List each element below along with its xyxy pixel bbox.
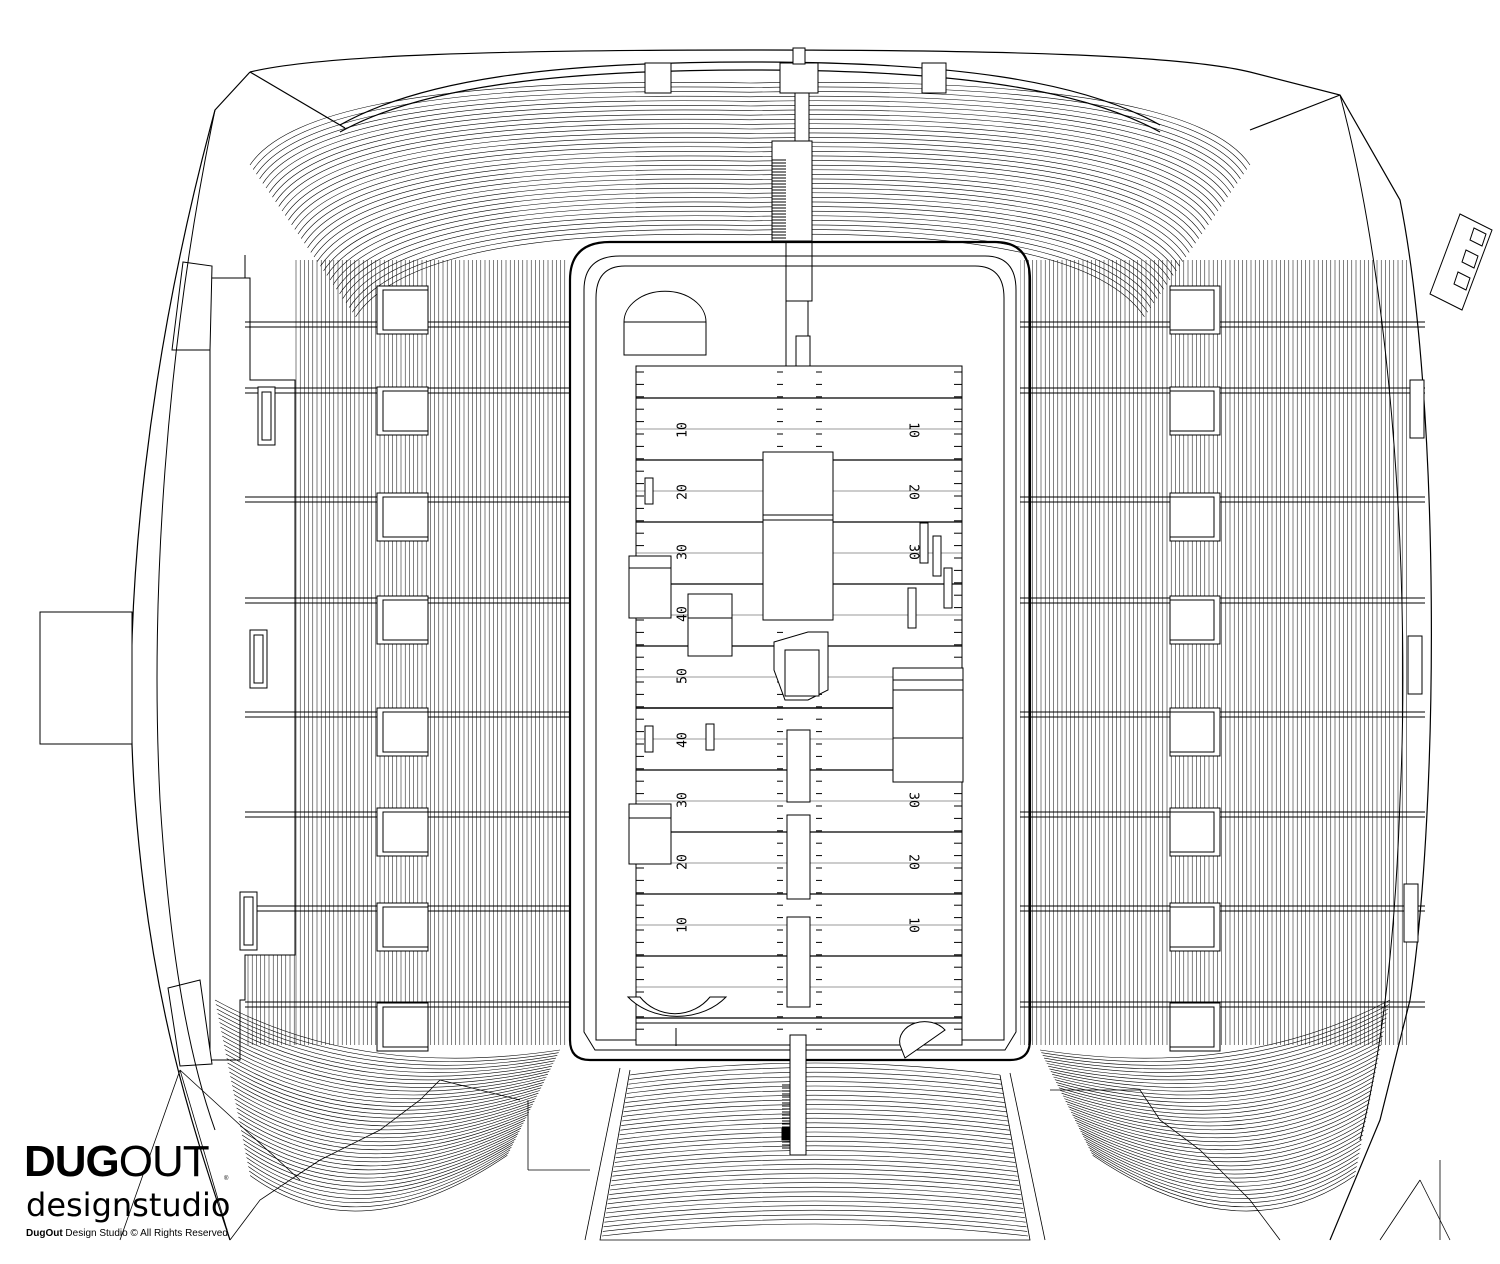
north-tunnel	[771, 92, 813, 382]
yard-number-right: 10	[906, 422, 921, 438]
copyright-bold: DugOut	[26, 1228, 63, 1239]
yard-number-left: 30	[676, 544, 691, 560]
west-vomitories	[376, 285, 429, 1052]
east-details	[1403, 213, 1493, 943]
north-stairs	[772, 159, 786, 239]
yard-number-left: 10	[676, 422, 691, 438]
east-seating-rows	[1020, 260, 1425, 1045]
dugout-logo: DUGOUT ® designstudio DugOut Design Stud…	[24, 1140, 254, 1250]
east-vomitories	[1169, 285, 1221, 1052]
yard-number-right: 30	[906, 792, 921, 808]
south-structure-lines	[119, 1067, 1451, 1241]
logo-wordmark: DUGOUT	[24, 1137, 210, 1186]
yard-number-left: 30	[676, 792, 691, 808]
yard-number-left: 10	[676, 917, 691, 933]
field-surround	[568, 240, 1032, 1062]
logo-copyright: DugOut Design Studio © All Rights Reserv…	[26, 1228, 228, 1239]
yard-numbers-right: 10 20 30 30 20 10	[906, 422, 921, 933]
yard-number-right: 10	[906, 917, 921, 933]
yard-number-right: 20	[906, 854, 921, 870]
yard-number-left: 20	[676, 484, 691, 500]
south-seating-rows	[214, 999, 1391, 1237]
logo-subtitle: designstudio	[26, 1186, 231, 1224]
outer-arcs	[156, 94, 1404, 1141]
stadium-outer-outline	[130, 49, 1432, 1241]
yard-numbers-left: 10 20 30 40 50 40 30 20 10	[676, 422, 691, 933]
copyright-rest: Design Studio © All Rights Reserved	[62, 1228, 228, 1239]
logo-bold-part: DUG	[24, 1137, 120, 1186]
yard-number-left: 50	[676, 668, 691, 684]
yard-number-right: 30	[906, 544, 921, 560]
west-press-box	[39, 255, 296, 1067]
south-stairs	[781, 1084, 791, 1149]
north-seating-rows	[249, 82, 1251, 317]
logo-registered-mark: ®	[224, 1176, 229, 1182]
yard-number-left: 40	[676, 732, 691, 748]
field-objects	[623, 290, 964, 1156]
yard-number-left: 20	[676, 854, 691, 870]
yard-number-right: 20	[906, 484, 921, 500]
logo-light-part: OUT	[118, 1137, 210, 1186]
yard-number-left: 40	[676, 606, 691, 622]
